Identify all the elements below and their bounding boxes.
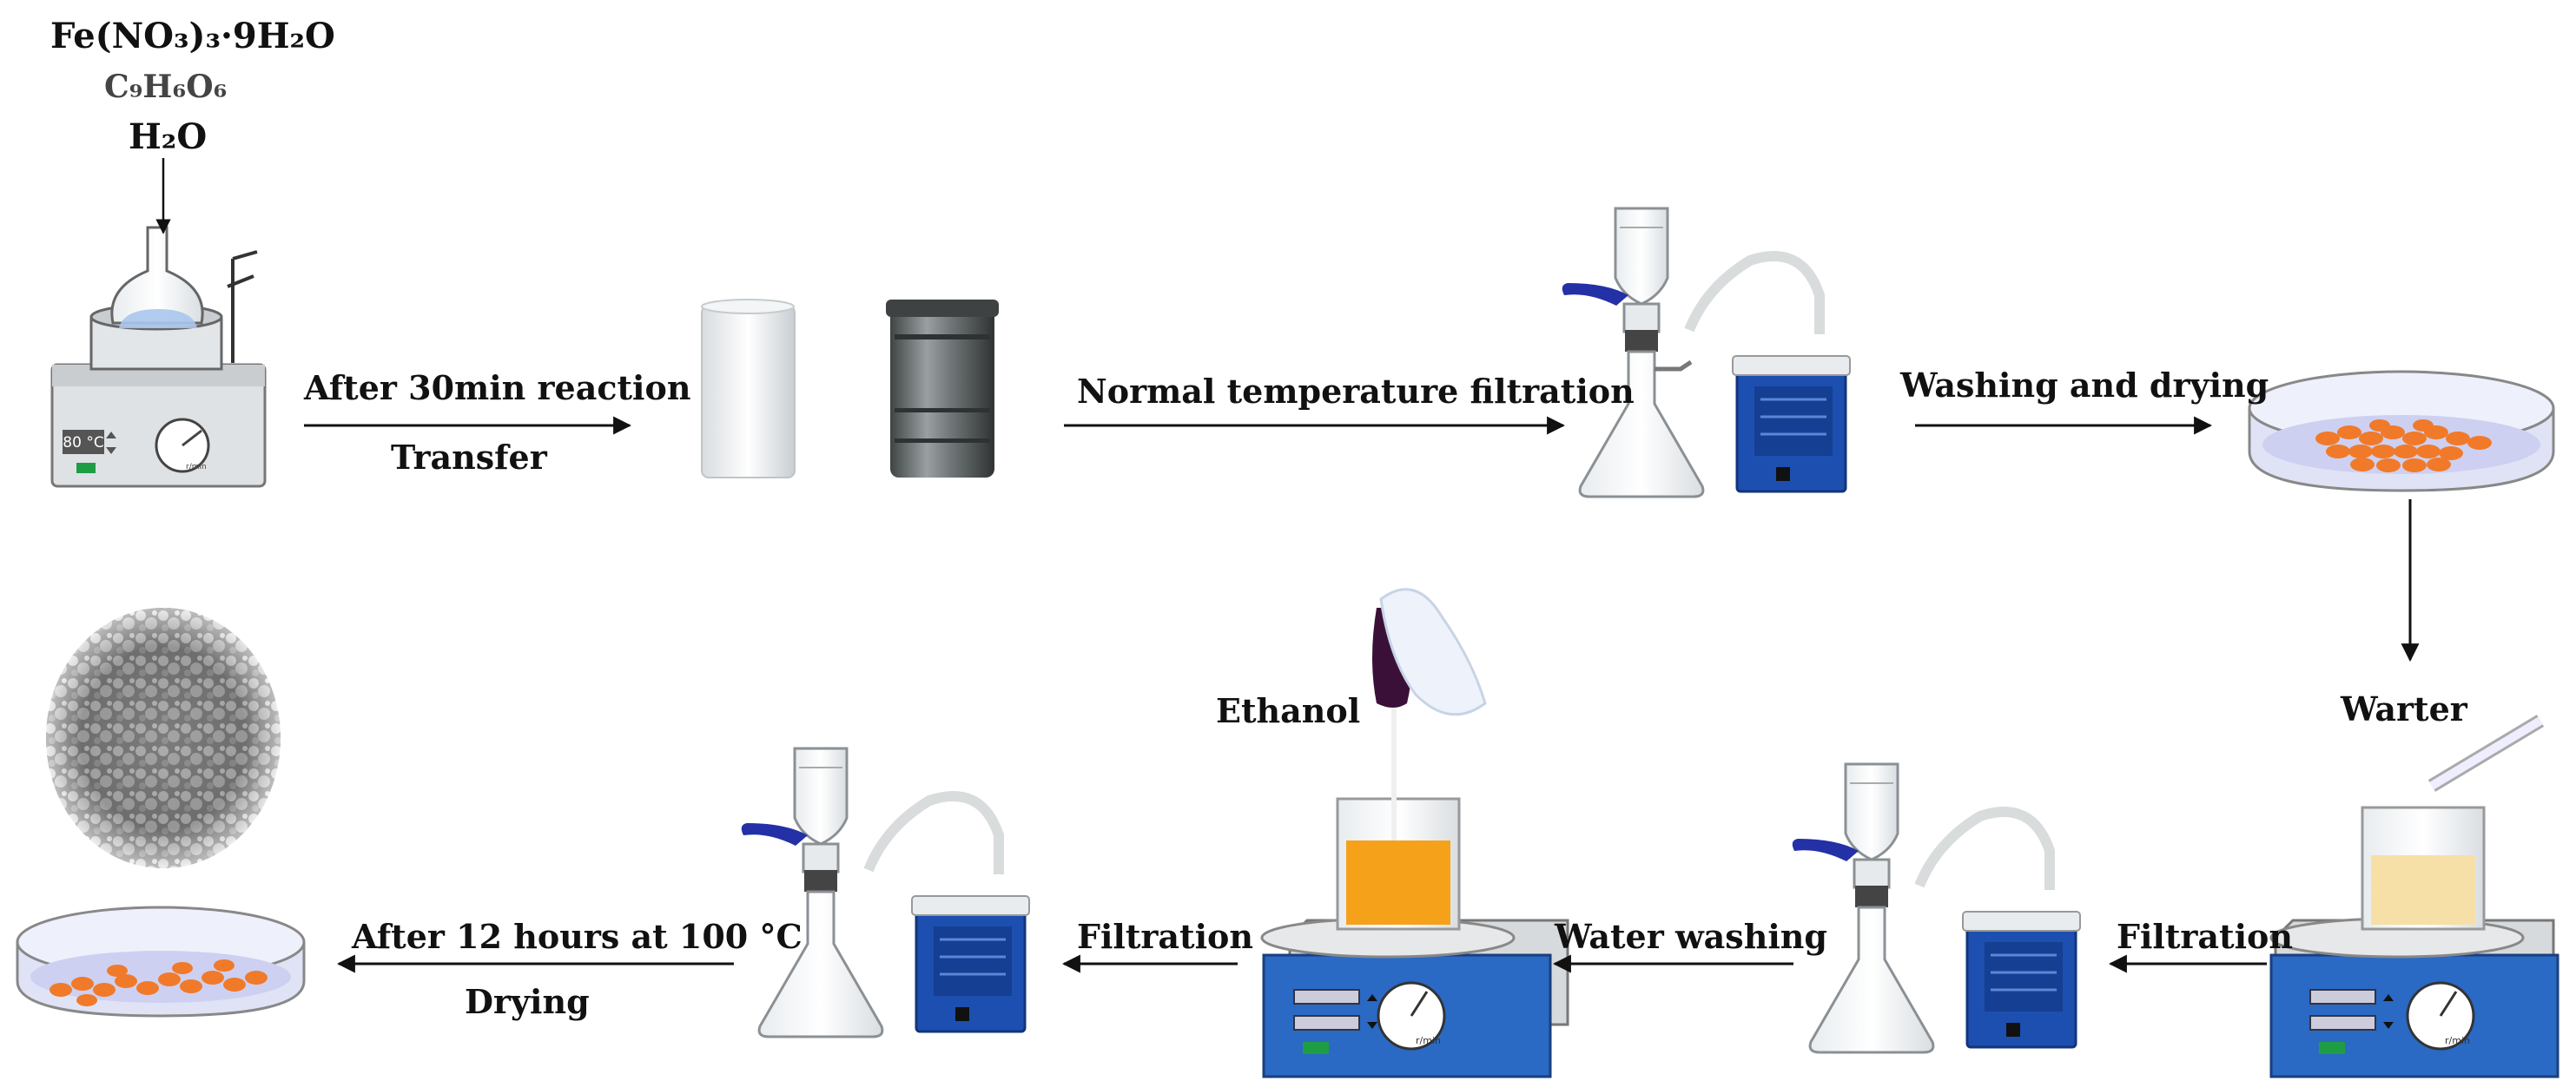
reagent-trimesic-acid: C₉H₆O₆ [104,69,228,105]
temperature-display: 80 °C [63,434,103,452]
power-led [2319,1042,2345,1054]
autoclave [886,300,999,478]
step-label-filtration-2: Filtration [1077,917,1254,956]
step-label-filtration-1: Filtration [2117,917,2294,956]
petri-dish-washed-particles [2248,370,2555,492]
reagent-water: H₂O [129,116,208,157]
stirrer-beaker-water: r/min [2269,715,2559,1078]
power-led [76,463,96,473]
step-label-reaction: After 30min reaction [304,368,691,407]
step-label-drying: Drying [465,982,590,1021]
step-label-heating: After 12 hours at 100 °C [352,917,803,956]
teflon-liner [701,299,796,478]
svg-text:r/min: r/min [1416,1035,1441,1046]
step-label-washing-drying: Washing and drying [1900,366,2269,405]
svg-text:r/min: r/min [2445,1035,2470,1046]
hotplate-display [63,430,104,454]
hotplate-with-flask: 80 °C r/min [50,158,267,488]
vacuum-pump [1732,355,1851,493]
up-down-icon [2383,994,2394,1029]
petri-dish-product [16,906,306,1018]
step-label-normal-filtration: Normal temperature filtration [1077,372,1635,411]
step-label-transfer: Transfer [391,438,547,477]
svg-text:r/min: r/min [186,463,207,471]
label-ethanol: Ethanol [1216,691,1361,730]
vacuum-pump [911,895,1030,1033]
vacuum-filtration-setup-3 [741,747,1030,1038]
sem-image [46,608,281,868]
vacuum-filtration-setup-1 [1562,207,1851,498]
up-down-icon [1367,994,1377,1029]
label-water: Warter [2341,689,2467,728]
reagent-iron-nitrate: Fe(NO₃)₃·9H₂O [50,16,335,56]
process-arrows [304,416,2267,973]
up-down-icon [106,432,116,454]
step-label-water-washing: Water washing [1555,917,1827,956]
stirrer-beaker-ethanol: r/min [1260,588,1569,1078]
vacuum-pump [1962,911,2081,1049]
vacuum-filtration-setup-2 [1792,762,2081,1054]
power-led [1303,1042,1329,1054]
